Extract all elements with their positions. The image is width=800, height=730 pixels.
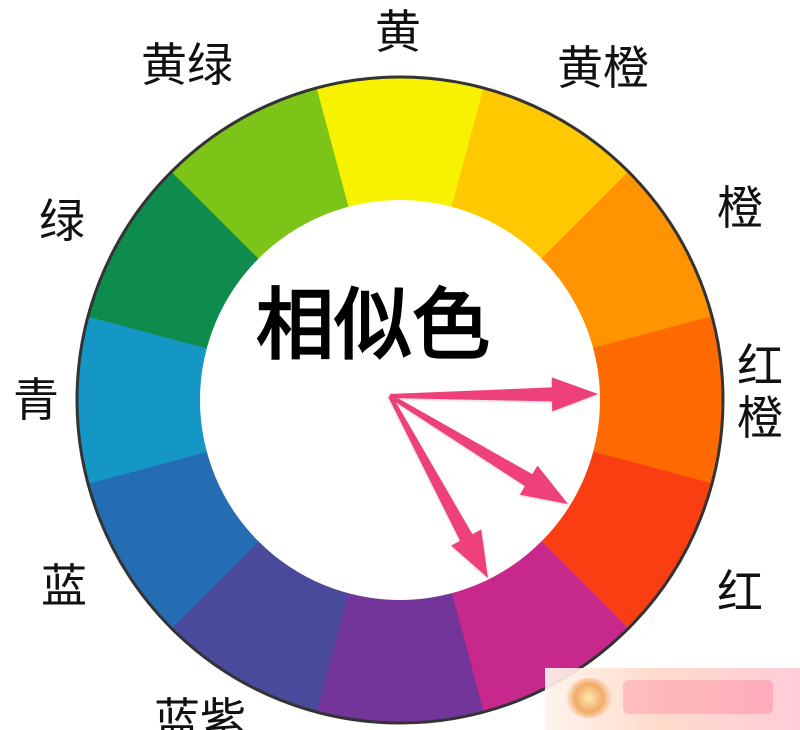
hue-label-10: 绿: [39, 194, 85, 248]
hue-label-2: 橙: [717, 181, 763, 235]
ring-outline: [75, 75, 725, 725]
hue-label-9: 青: [13, 373, 59, 427]
arrow-1: [389, 394, 568, 504]
hue-label-1: 黄橙: [557, 41, 649, 95]
hue-label-8: 蓝: [41, 559, 87, 613]
watermark: [545, 668, 800, 730]
hue-label-7: 蓝紫: [154, 693, 246, 730]
center-title: 相似色: [256, 281, 490, 371]
arrow-2: [388, 395, 488, 578]
watermark-text-block: [623, 680, 773, 714]
color-segments: [77, 77, 723, 723]
arrow-0: [390, 377, 598, 412]
hue-label-3: 红橙: [737, 339, 783, 445]
hue-label-11: 黄绿: [141, 38, 233, 92]
hue-label-0: 黄: [375, 5, 421, 59]
hue-label-4: 红: [717, 565, 763, 619]
watermark-flame-icon: [565, 678, 613, 718]
similar-color-arrows: [388, 377, 598, 578]
